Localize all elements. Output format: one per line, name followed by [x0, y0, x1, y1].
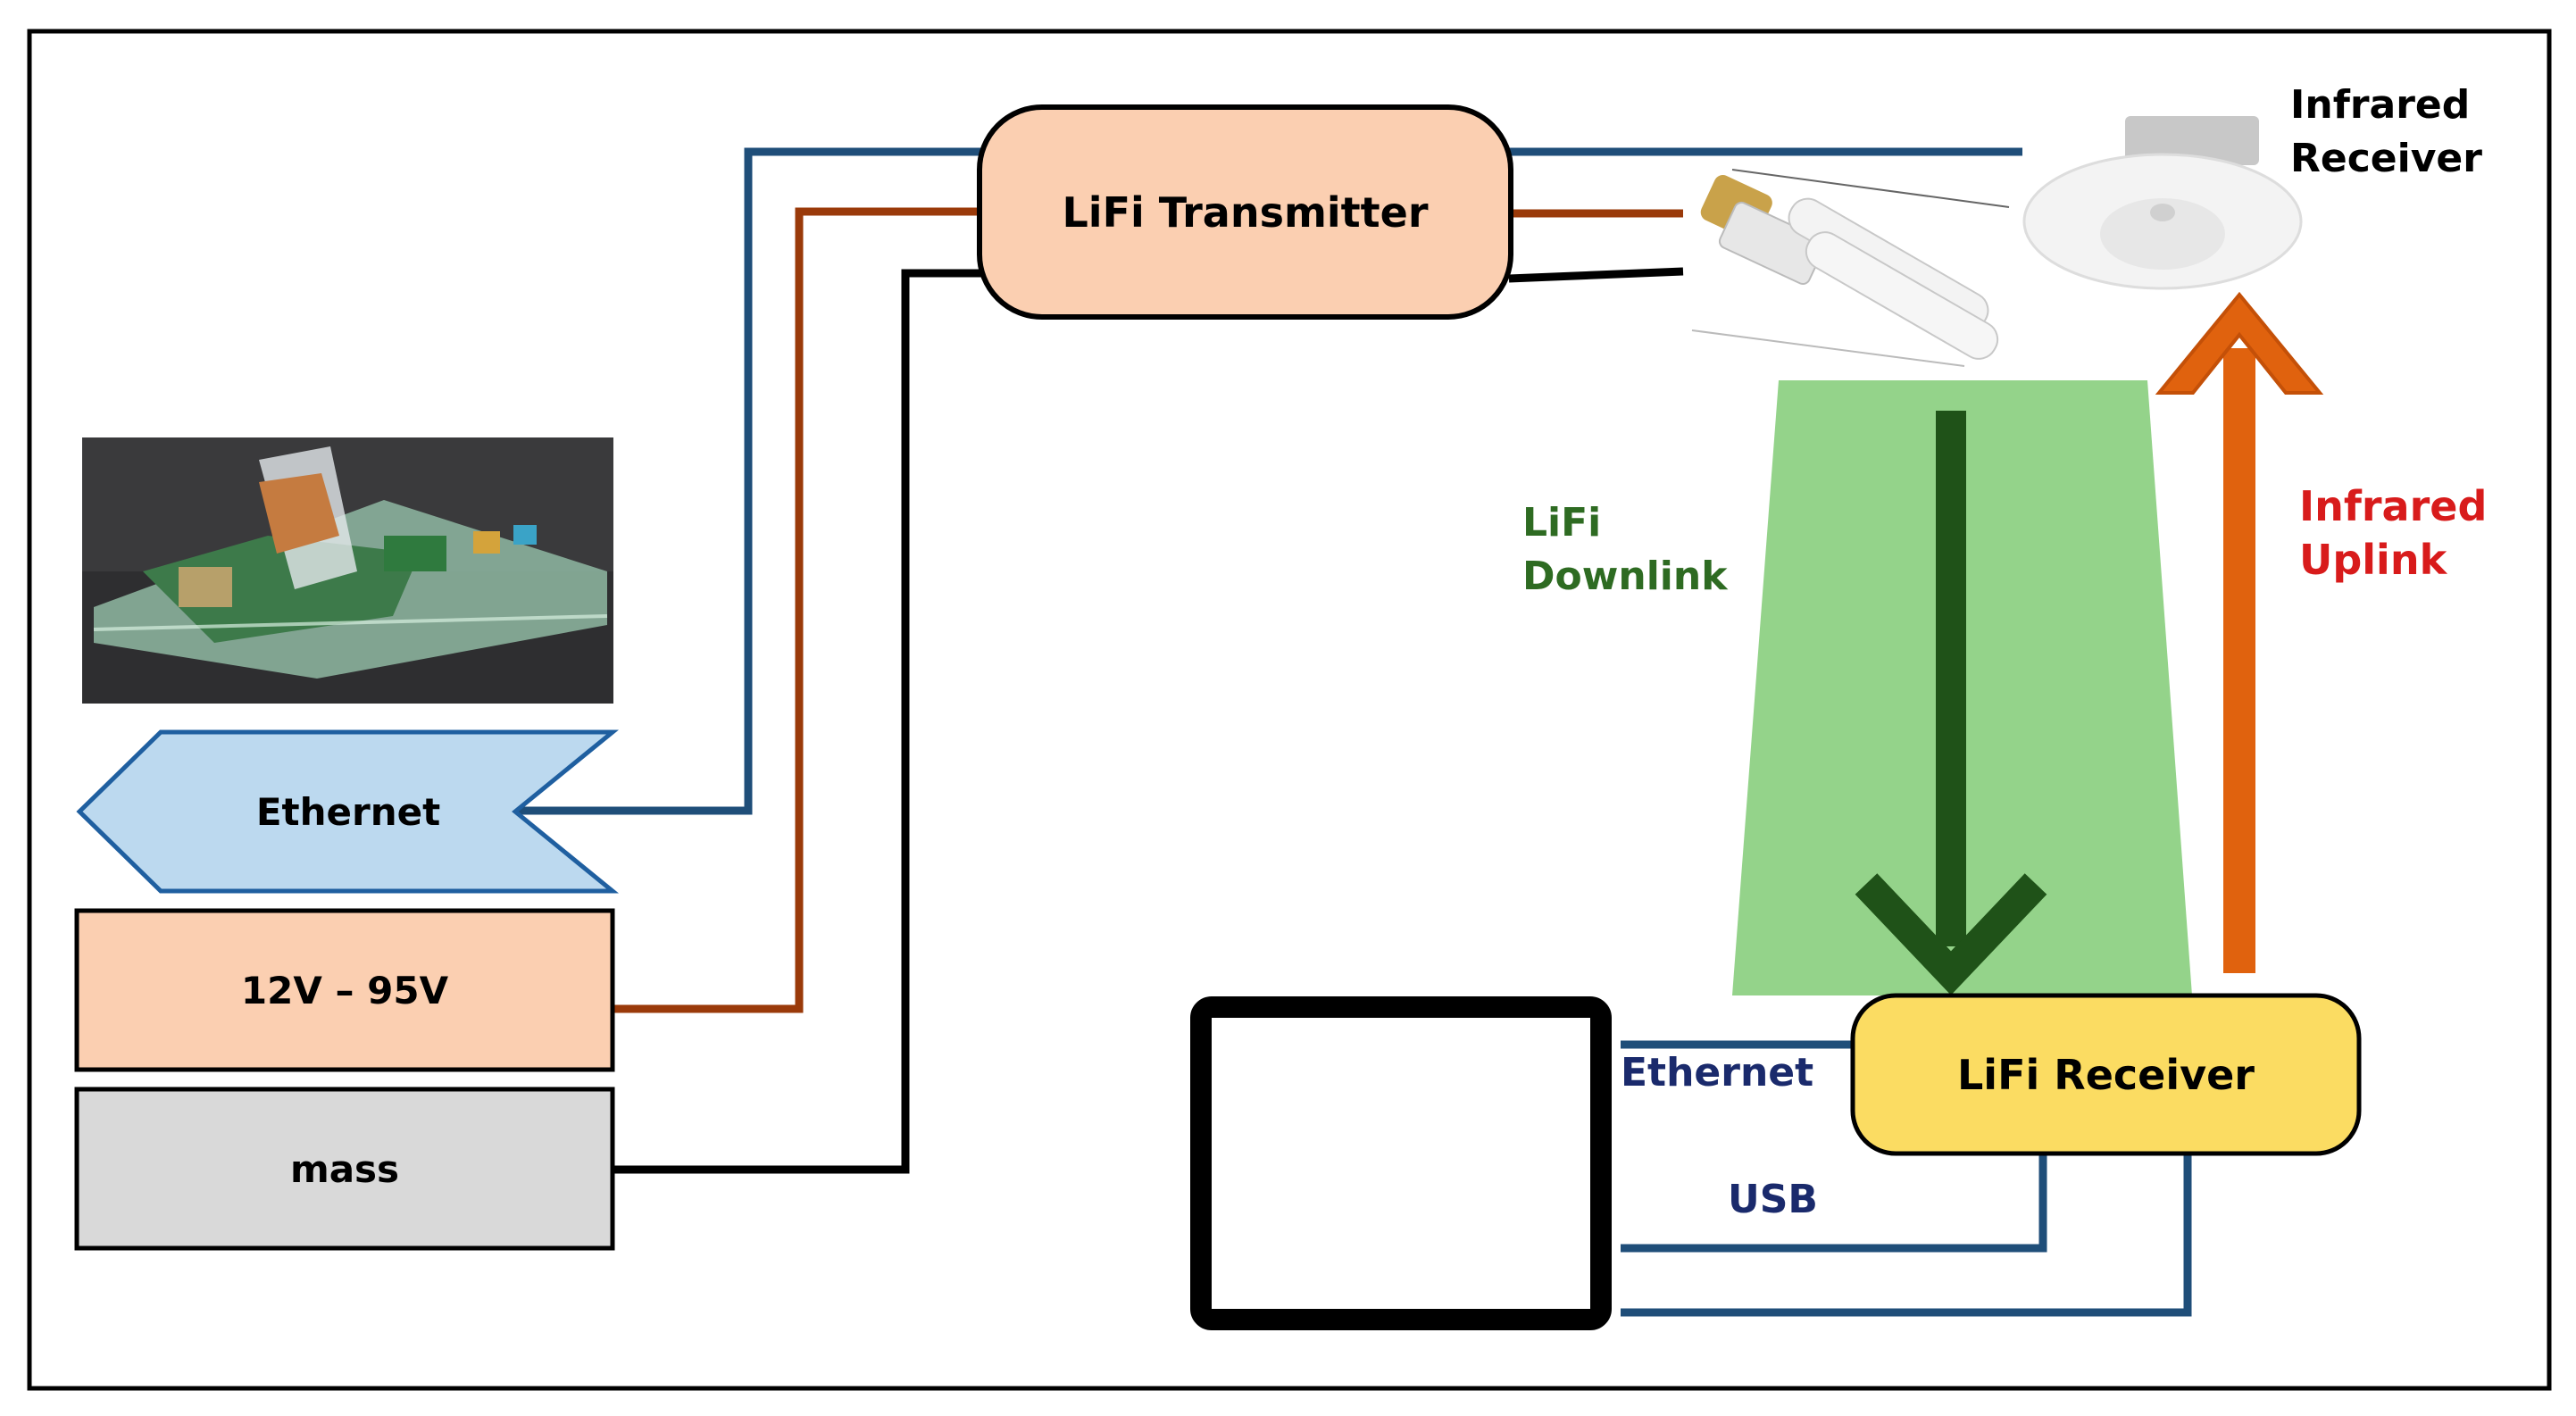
infrared-receiver-icon [2022, 116, 2303, 290]
ethernet-block [76, 729, 620, 894]
infrared-receiver-label-line2: Receiver [2290, 136, 2482, 181]
downlink-arrow [1855, 411, 2047, 995]
power-wire [612, 207, 982, 1013]
device-photo [82, 437, 613, 704]
transmitter-lamp-mass-wire [1508, 267, 1684, 283]
usb-link-label: USB [1728, 1177, 1818, 1222]
downlink-label-line1: LiFi [1522, 500, 1602, 546]
ethernet-block-label: Ethernet [255, 789, 441, 834]
uplink-arrow [2155, 291, 2324, 973]
power-block-label: 12V – 95V [240, 968, 449, 1012]
infrared-receiver-label-line1: Infrared [2290, 82, 2471, 128]
uplink-link-wire [1621, 1152, 2192, 1317]
lifi-lamp-icon [1691, 169, 2010, 367]
lifi-transmitter-label: LiFi Transmitter [1062, 187, 1429, 237]
ethernet-wire [509, 147, 982, 815]
lifi-receiver-box [1850, 993, 2362, 1156]
ethernet-link-label: Ethernet [1621, 1050, 1814, 1095]
lifi-transmitter-box [977, 104, 1513, 320]
usb-link-wire [1621, 1152, 2047, 1253]
downlink-label-line2: Downlink [1522, 554, 1728, 599]
power-block [74, 908, 615, 1072]
mass-block-label: mass [289, 1146, 400, 1191]
mass-wire [610, 269, 982, 1174]
computer-screen [1190, 996, 1612, 1330]
mass-block [74, 1087, 615, 1251]
lifi-receiver-label: LiFi Receiver [1956, 1050, 2255, 1099]
uplink-label-line1: Infrared [2299, 482, 2488, 530]
uplink-label-line2: Uplink [2299, 536, 2447, 584]
